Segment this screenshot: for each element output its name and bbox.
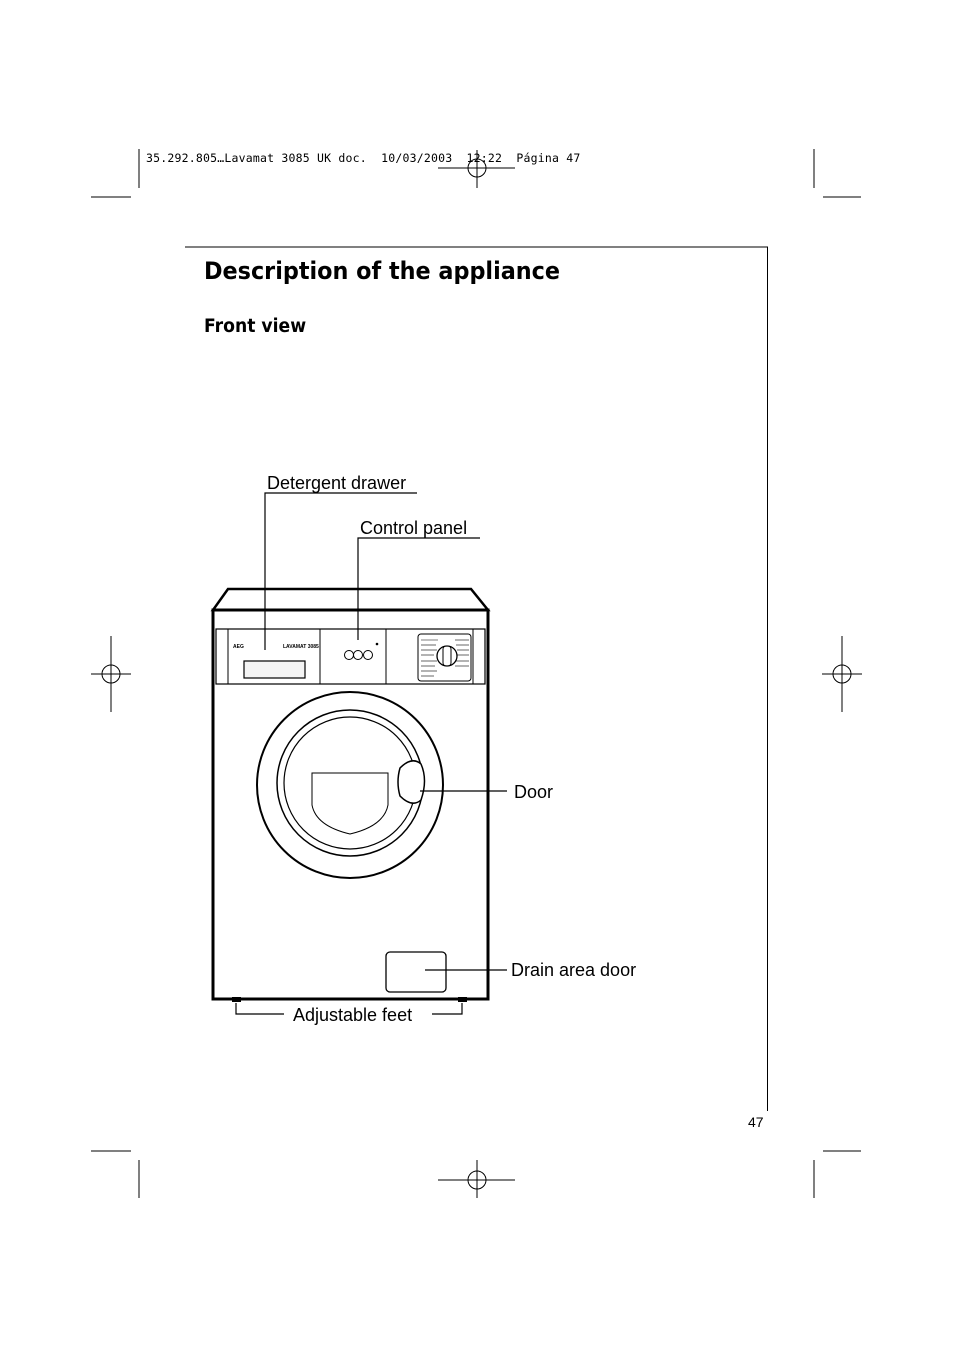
registration-marks: [91, 150, 862, 1198]
fascia-lettering: AEG LAVAMAT 3085: [233, 644, 319, 650]
callout-control-panel: Control panel: [360, 518, 468, 538]
leader-lines: [235, 492, 507, 1015]
page-number: 47: [748, 1114, 764, 1130]
crop-marks: [91, 149, 861, 1198]
brand-mark: AEG: [233, 644, 244, 650]
registration-mark-right: [822, 636, 862, 712]
subsection-title: Front view: [204, 316, 307, 337]
callout-door: Door: [514, 782, 554, 802]
print-header: 35.292.805…Lavamat 3085 UK doc. 10/03/20…: [146, 151, 581, 165]
leader-feet-left: [235, 1003, 284, 1015]
callout-detergent-drawer: Detergent drawer: [267, 473, 407, 493]
registration-mark-left: [91, 636, 131, 712]
page-frame: [185, 246, 768, 1111]
section-title: Description of the appliance: [204, 257, 561, 285]
callout-adjustable-feet: Adjustable feet: [293, 1005, 413, 1025]
registration-mark-bottom: [438, 1160, 515, 1198]
callout-drain-area-door: Drain area door: [511, 960, 637, 980]
registration-mark-top: [438, 150, 515, 188]
washing-machine-illustration: [210, 587, 491, 1002]
leader-control-panel: [357, 537, 480, 640]
leader-detergent-drawer: [264, 492, 417, 650]
leader-feet-right: [432, 1003, 463, 1015]
model-mark: LAVAMAT 3085: [283, 644, 319, 650]
